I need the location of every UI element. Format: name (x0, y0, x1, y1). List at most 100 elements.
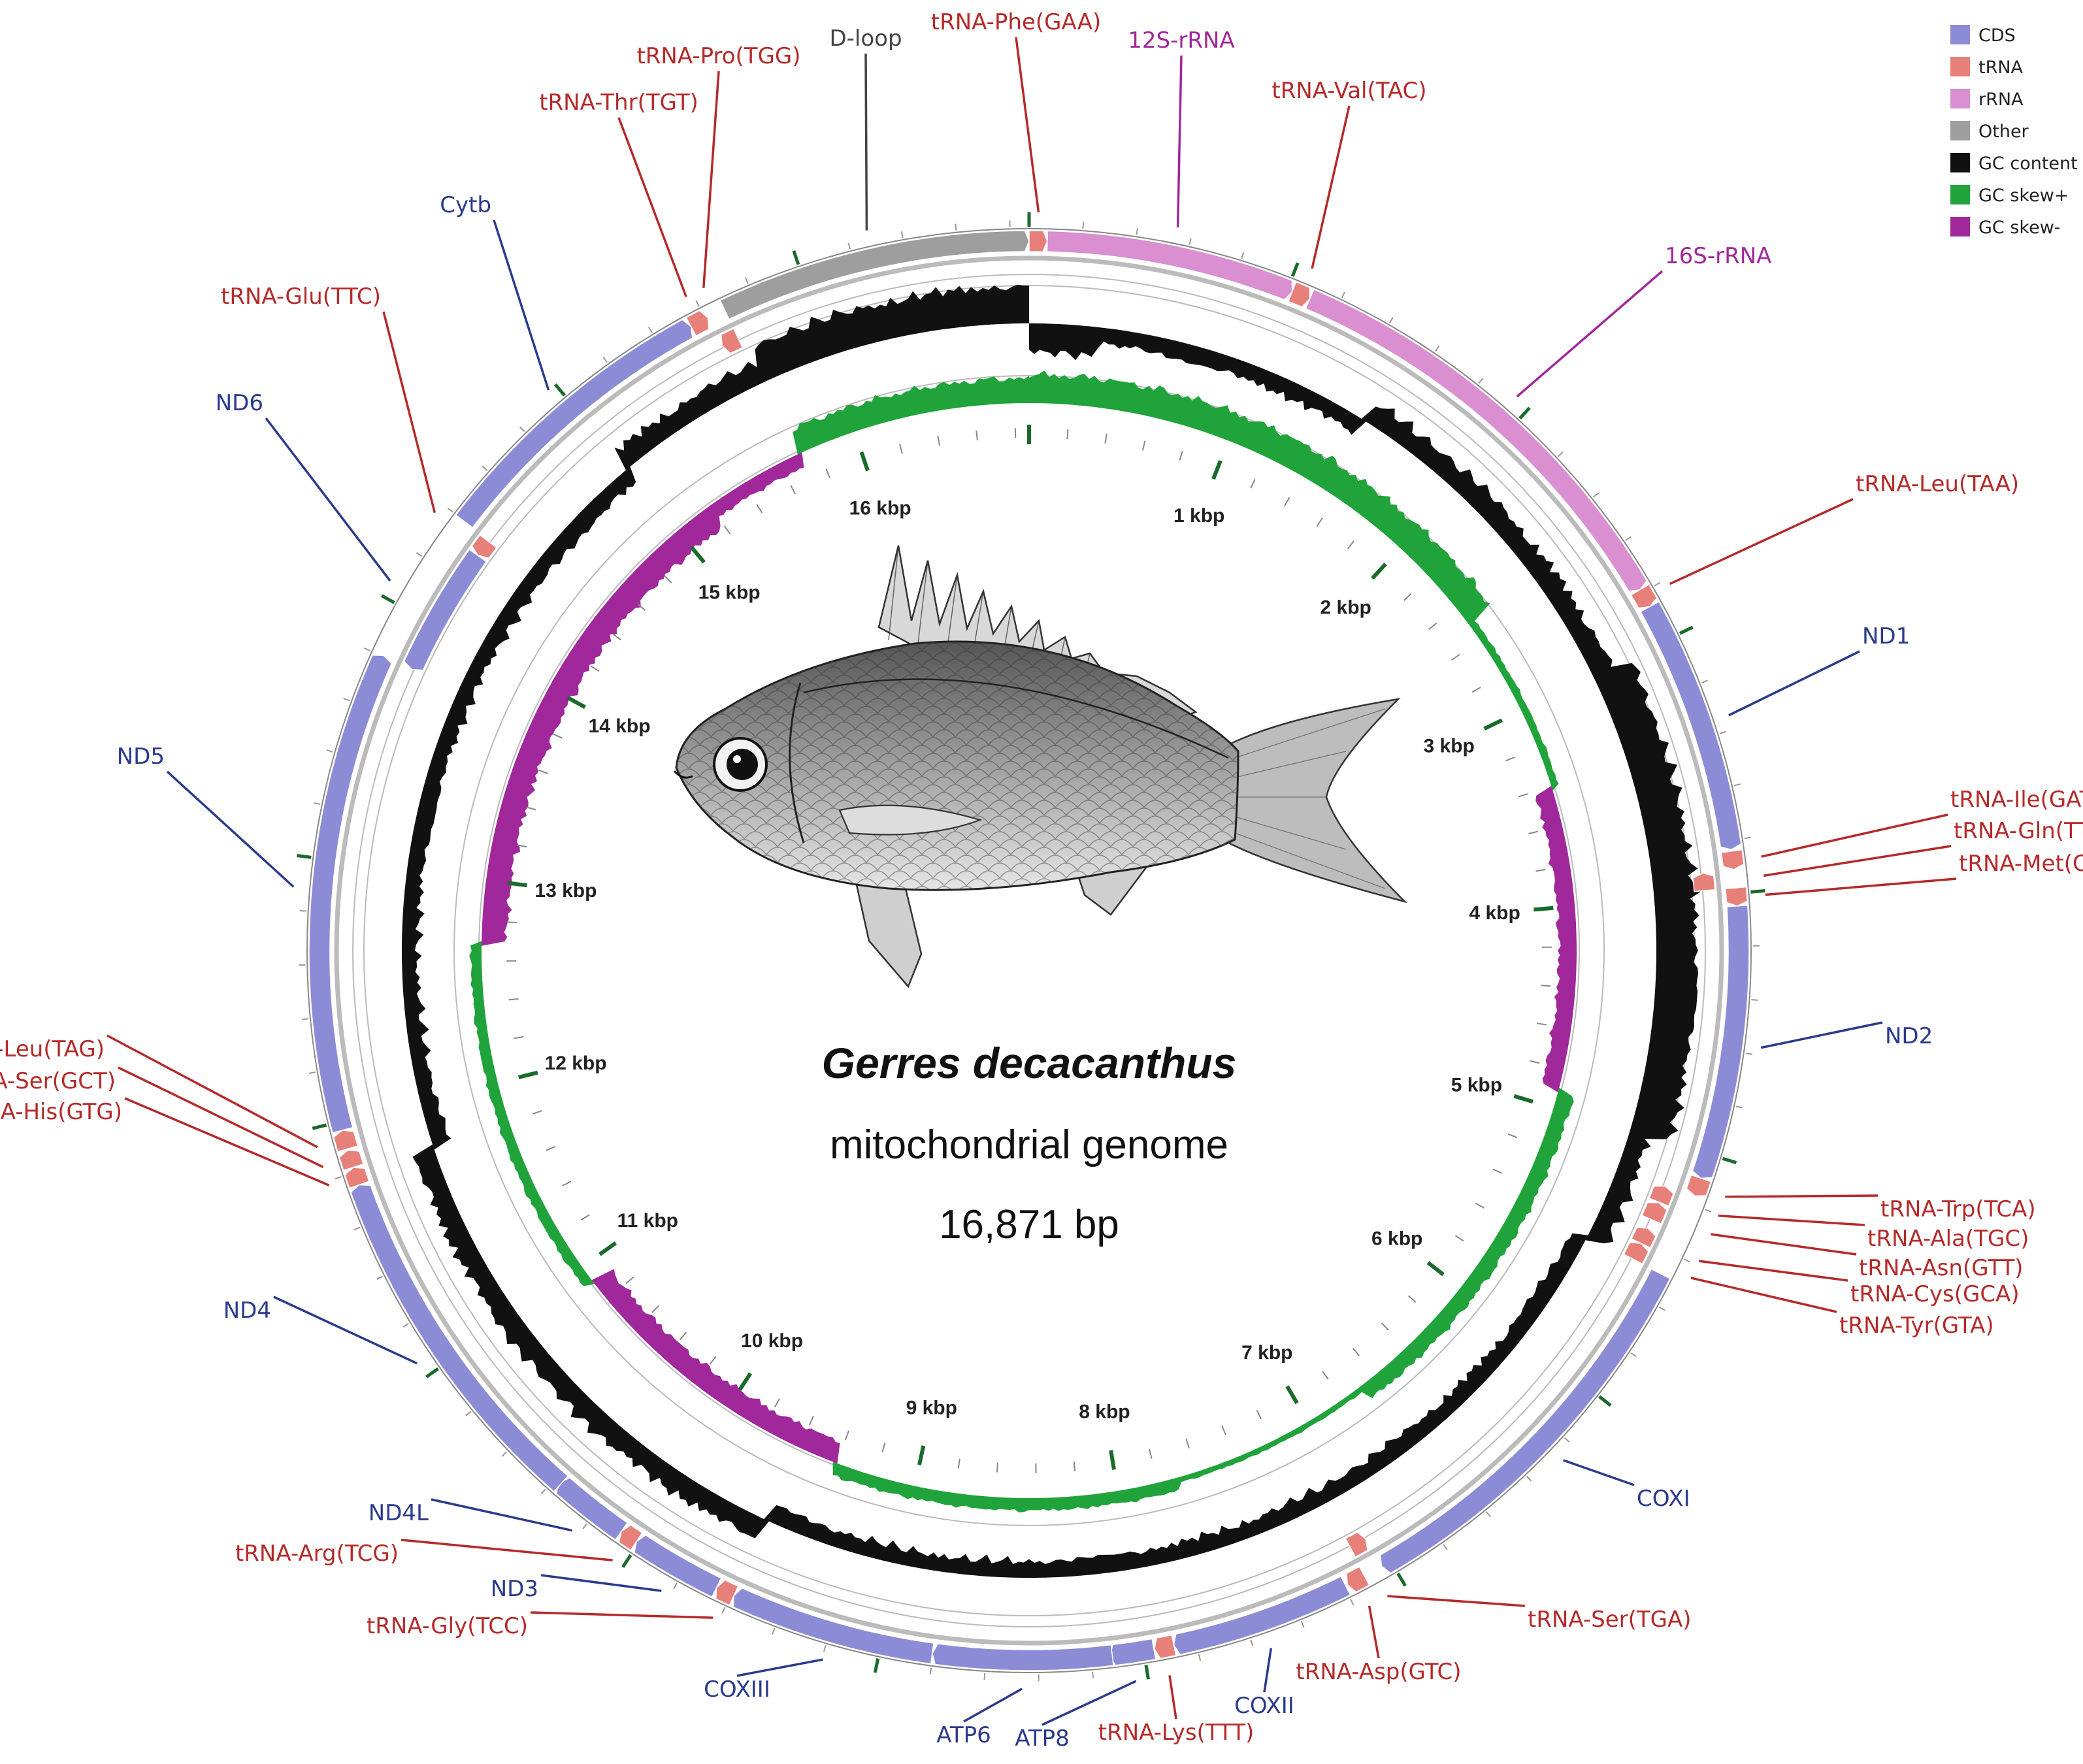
outer-major-tick (312, 1123, 327, 1130)
feature-trna-arc (1287, 281, 1311, 308)
outer-minor-tick (900, 231, 904, 238)
legend-swatch (1950, 89, 1970, 108)
outer-minor-tick (1564, 1437, 1570, 1443)
outer-minor-tick (465, 1411, 472, 1416)
outer-major-tick (873, 1658, 880, 1673)
kbp-major-tick (1109, 1450, 1116, 1470)
leader-line (273, 1296, 418, 1365)
kbp-minor-tick (1475, 1202, 1484, 1209)
leader-line (702, 71, 720, 288)
kbp-tick-label: 3 kbp (1424, 736, 1475, 757)
kbp-minor-tick (1353, 1347, 1360, 1356)
leader-line (530, 1611, 713, 1619)
kbp-minor-tick (546, 1146, 556, 1151)
outer-minor-tick (955, 223, 957, 231)
kbp-major-tick (1534, 906, 1554, 912)
feature-label: Cytb (440, 192, 491, 218)
feature-label: 12S-rRNA (1128, 27, 1234, 54)
kbp-minor-tick (1179, 450, 1183, 461)
legend-swatch (1950, 25, 1970, 44)
kbp-minor-tick (790, 485, 796, 495)
outer-minor-tick (353, 1226, 361, 1231)
feature-trna-arc (1153, 1634, 1177, 1659)
outer-minor-tick (1630, 1352, 1637, 1358)
leader-line (1563, 1459, 1635, 1486)
feature-label: tRNA-Ala(TGC) (1867, 1226, 2029, 1252)
kbp-minor-tick (1073, 1461, 1076, 1472)
outer-minor-tick (540, 1488, 546, 1495)
leader-line (1699, 1260, 1848, 1282)
ring-guide (363, 285, 1695, 1616)
outer-major-tick (1598, 1395, 1612, 1407)
leader-line (118, 1066, 324, 1168)
outer-minor-tick (1735, 1105, 1743, 1109)
kbp-tick-label: 2 kbp (1320, 596, 1371, 618)
feature-label: ND5 (117, 743, 165, 770)
feature-label: tRNA-Met(CAT) (1959, 851, 2083, 877)
legend-swatch (1950, 121, 1970, 140)
kbp-minor-tick (825, 468, 831, 479)
legend-label: tRNA (1978, 57, 2024, 78)
kbp-major-tick (690, 546, 706, 564)
kbp-minor-tick (1451, 653, 1460, 661)
outer-minor-tick (519, 426, 525, 433)
feature-label: tRNA-Tyr(GTA) (1839, 1313, 1994, 1339)
ring-guide (352, 274, 1706, 1627)
label-leader-lines (107, 37, 1957, 1726)
feature-label: tRNA-Arg(TCG) (235, 1541, 399, 1567)
feature-cds-arc (455, 319, 693, 529)
legend-swatch (1950, 57, 1970, 76)
ring-guide (453, 375, 1605, 1526)
ring-guide (334, 255, 1724, 1646)
kbp-major-tick (1426, 1261, 1445, 1277)
kbp-minor-tick (774, 1398, 780, 1408)
kbp-major-tick (1211, 460, 1222, 480)
feature-trna-arc (1630, 583, 1658, 609)
feature-trna-arc (1641, 1201, 1668, 1225)
outer-minor-tick (447, 508, 453, 513)
outer-minor-tick (1389, 317, 1394, 323)
kbp-minor-tick (580, 1214, 590, 1221)
kbp-minor-tick (637, 603, 646, 612)
kbp-minor-tick (1507, 1133, 1518, 1139)
leader-line (1176, 55, 1183, 228)
kbp-minor-tick (514, 1036, 524, 1039)
outer-minor-tick (1705, 1209, 1712, 1213)
kbp-minor-tick (517, 844, 527, 848)
gc-content-track (402, 284, 1701, 1578)
feature-trna-arc (344, 1167, 370, 1189)
feature-cds-arc (932, 1643, 1115, 1671)
leader-line (493, 220, 550, 391)
outer-minor-tick (602, 357, 608, 363)
feature-other-arc (719, 230, 1030, 320)
feature-label: tRNA-Phe(GAA) (931, 9, 1101, 35)
feature-cds-arc (633, 1534, 722, 1598)
kbp-tick-label: 1 kbp (1173, 505, 1224, 527)
kbp-tick-label: 12 kbp (545, 1053, 607, 1074)
outer-minor-tick (1435, 346, 1440, 352)
leader-line (1765, 877, 1957, 896)
outer-minor-tick (1593, 492, 1599, 498)
feature-trna-arc (1720, 849, 1745, 870)
feature-trna-arc (715, 1579, 739, 1607)
kbp-minor-tick (532, 1110, 542, 1115)
fish-illustration (673, 545, 1408, 988)
outer-minor-tick (1654, 581, 1661, 587)
feature-trna-arc (618, 1524, 643, 1551)
legend-swatch (1950, 185, 1970, 204)
outer-minor-tick (847, 242, 851, 250)
leader-line (382, 311, 436, 514)
kbp-minor-tick (756, 504, 763, 514)
kbp-minor-tick (553, 733, 563, 739)
feature-trna-arc (338, 1149, 365, 1171)
outer-minor-tick (648, 327, 653, 333)
feature-label: tRNA-Val(TAC) (1271, 78, 1426, 104)
feature-label: COXII (1234, 1693, 1294, 1719)
feature-label: ND2 (1885, 1023, 1933, 1049)
outer-major-tick (792, 250, 800, 265)
outer-major-tick (1679, 625, 1694, 635)
kbp-tick-label: 8 kbp (1079, 1401, 1130, 1423)
outer-minor-tick (1300, 1621, 1305, 1628)
